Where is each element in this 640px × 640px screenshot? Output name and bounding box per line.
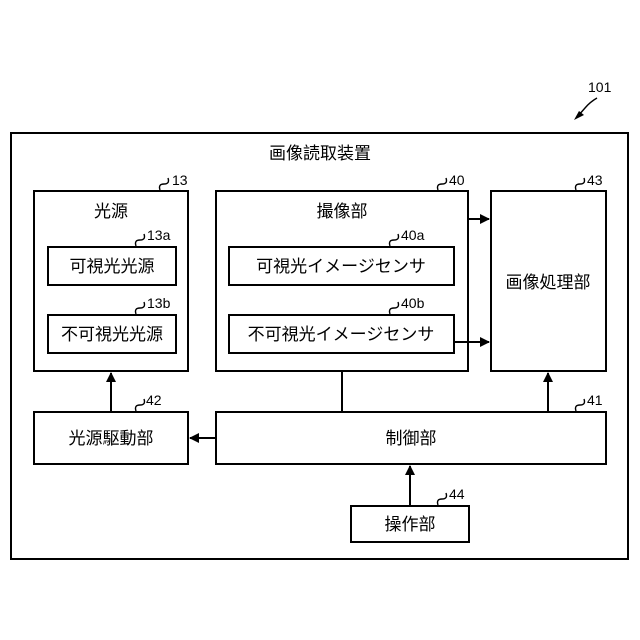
ref-control: 41 <box>587 392 603 408</box>
invisible-sensor-label: 不可視光イメージセンサ <box>248 325 435 345</box>
ref-light-source-drive: 42 <box>146 392 162 408</box>
imaging-unit-label: 撮像部 <box>317 202 368 222</box>
light-source-label: 光源 <box>94 202 128 222</box>
image-processing-label: 画像処理部 <box>506 273 591 293</box>
device-title: 画像読取装置 <box>269 144 371 164</box>
leader-operation <box>438 493 447 505</box>
leader-light-source <box>160 178 169 190</box>
ref-image-processing: 43 <box>587 172 603 188</box>
ref-imaging-unit: 40 <box>449 172 465 188</box>
operation-label: 操作部 <box>385 515 436 535</box>
ref-operation: 44 <box>449 486 465 502</box>
visible-light-source-label: 可視光光源 <box>70 257 155 277</box>
ref-light-source: 13 <box>172 172 188 188</box>
leader-imaging-unit <box>438 178 447 190</box>
ref-invisible-sensor: 40b <box>401 295 425 311</box>
visible-sensor-label: 可視光イメージセンサ <box>256 257 426 277</box>
ref-invisible-light-source: 13b <box>147 295 171 311</box>
leader-image-processing <box>576 178 585 190</box>
leader-device-arrow <box>574 111 584 120</box>
ref-device: 101 <box>588 79 612 95</box>
control-label: 制御部 <box>386 429 437 449</box>
ref-visible-sensor: 40a <box>401 227 425 243</box>
light-source-drive-label: 光源駆動部 <box>69 429 154 449</box>
invisible-light-source-label: 不可視光光源 <box>61 325 163 345</box>
leader-light-source-drive <box>136 399 145 411</box>
ref-visible-light-source: 13a <box>147 227 171 243</box>
leader-control <box>576 399 585 411</box>
